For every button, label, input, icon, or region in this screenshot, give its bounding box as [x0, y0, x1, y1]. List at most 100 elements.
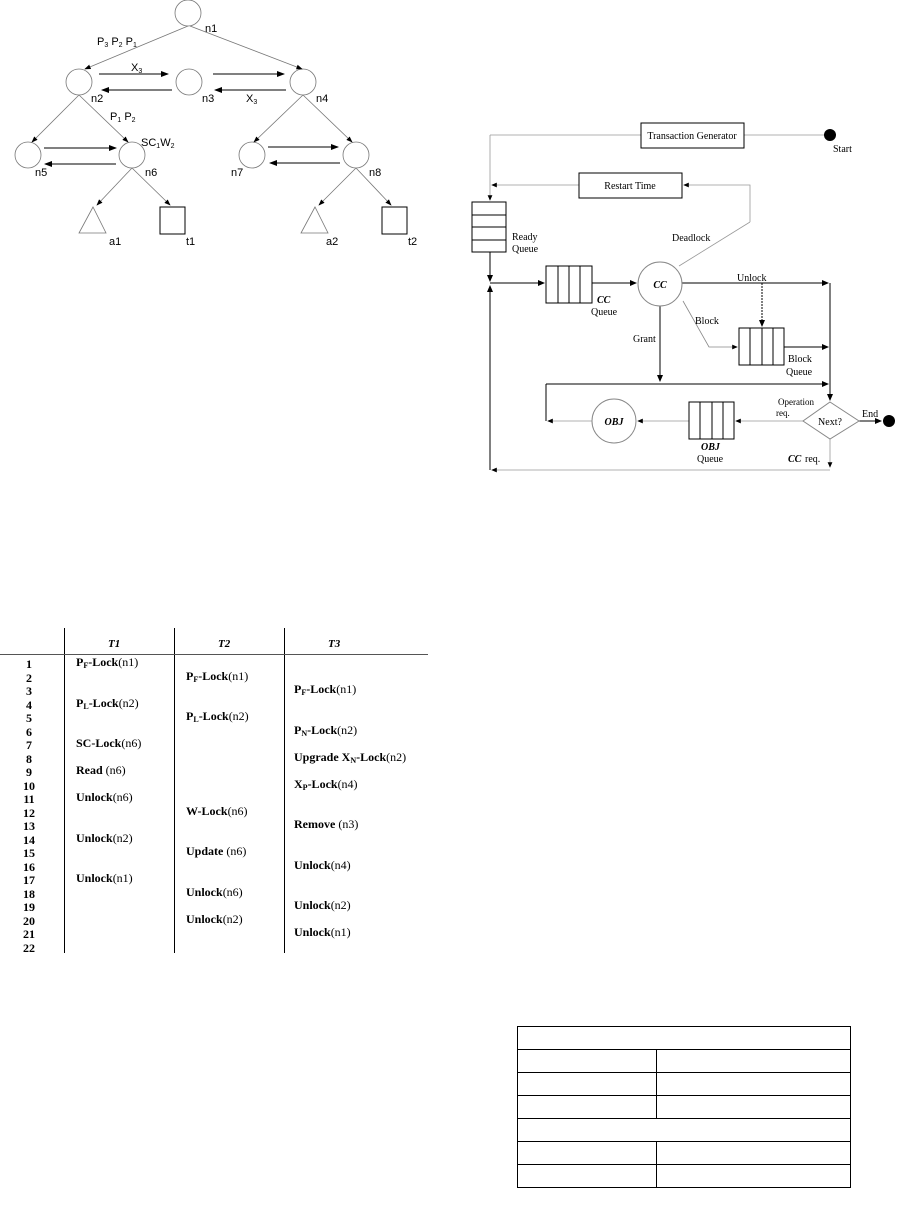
block-queue: [738, 327, 785, 366]
ready-queue: [471, 201, 507, 253]
cc-label: CC: [653, 280, 667, 291]
lock-mode-subscript: L: [193, 715, 199, 724]
start-dot: [824, 129, 836, 141]
op-suffix: -Lock: [307, 722, 338, 737]
obj-circle: [591, 398, 637, 444]
label-n6: n6: [145, 167, 157, 179]
table-cell: [517, 1026, 851, 1050]
row-number: 15: [23, 846, 35, 860]
table-entry: Unlock(n6): [186, 884, 243, 902]
table-entry: PF-Lock(n1): [294, 683, 356, 699]
leaf-a2: [300, 206, 329, 234]
label-n1: n1: [205, 23, 217, 35]
row-number: 7: [26, 738, 32, 752]
node-n5: [14, 141, 42, 169]
table-entry: Remove (n3): [294, 818, 358, 834]
end-label: End: [862, 409, 878, 420]
op-argument: (n2): [112, 830, 133, 845]
table-entry: Unlock(n4): [294, 857, 351, 875]
op-name: SC-Lock: [76, 736, 122, 750]
op-name: P: [186, 709, 194, 723]
op-argument: (n2): [330, 898, 351, 912]
next-label: Next?: [818, 417, 842, 428]
op-name: Unlock: [76, 790, 113, 804]
table-cell: [656, 1164, 851, 1188]
row-number: 3: [26, 684, 32, 698]
table-entry: Upgrade XN-Lock(n2): [294, 749, 407, 767]
op-name: Unlock: [186, 884, 223, 899]
op-argument: (n2): [386, 749, 407, 764]
op-name: Unlock: [186, 911, 223, 926]
label-t2: t2: [408, 236, 417, 248]
op-name: Unlock: [294, 925, 331, 939]
header-t3: T3: [328, 638, 341, 650]
table-entry: PL-Lock(n2): [76, 695, 139, 713]
row-number: 5: [26, 711, 32, 725]
column-divider: [174, 628, 175, 953]
table-cell: [517, 1049, 657, 1073]
table-entry: Unlock(n2): [294, 899, 351, 915]
table-entry: PN-Lock(n2): [294, 722, 357, 740]
label-n2: n2: [91, 93, 103, 105]
table-entry: W-Lock(n6): [186, 803, 248, 821]
op-name: P: [186, 668, 194, 683]
op-name: W-Lock: [186, 803, 228, 818]
op-argument: (n1): [330, 925, 351, 939]
op-argument: (n6): [121, 736, 142, 750]
table-cell: [656, 1072, 851, 1096]
op-suffix: -Lock: [88, 655, 119, 669]
table-cell: [517, 1164, 657, 1188]
restart-time-label: Restart Time: [604, 181, 656, 192]
op-argument: (n4): [330, 857, 351, 872]
transaction-generator-label: Transaction Generator: [647, 131, 737, 142]
cc-req-label: CC: [788, 454, 802, 465]
next-decision-diamond: [802, 401, 860, 440]
table-entry: Read (n6): [76, 764, 126, 780]
label-x3-a: X3: [131, 62, 142, 75]
obj-queue-label-2: Queue: [697, 454, 724, 465]
op-argument: (n2): [118, 695, 139, 710]
table-cell: [517, 1141, 657, 1165]
header-t2: T2: [218, 638, 231, 650]
op-argument: (n3): [335, 817, 359, 831]
table-cell: [656, 1141, 851, 1165]
op-name: P: [76, 695, 84, 710]
ready-queue-label: Ready: [512, 232, 538, 243]
row-number: 6: [26, 724, 32, 739]
obj-label: OBJ: [605, 417, 625, 428]
block-label: Block: [695, 316, 719, 327]
table-entry: Unlock(n1): [76, 872, 133, 888]
ready-queue-label-2: Queue: [512, 244, 539, 255]
op-argument: (n1): [336, 682, 357, 696]
op-argument: (n1): [118, 655, 139, 669]
table-cell: [656, 1095, 851, 1119]
op-name: P: [294, 682, 302, 696]
op-argument: (n6): [112, 790, 133, 804]
label-a1: a1: [109, 236, 121, 248]
row-number: 14: [23, 832, 35, 847]
label-n4: n4: [316, 93, 328, 105]
label-p-top: P3 P2 P1: [97, 36, 137, 50]
table-entry: Unlock(n2): [186, 911, 243, 929]
label-x3-b: X3: [246, 93, 257, 106]
lock-mode-subscript: N: [350, 755, 357, 765]
table-entry: PF-Lock(n1): [186, 668, 248, 686]
label-n5: n5: [35, 167, 47, 179]
row-number: 8: [26, 751, 32, 766]
op-argument: (n6): [222, 884, 243, 899]
op-name: Unlock: [294, 857, 331, 872]
node-n3: [175, 68, 203, 96]
table-entry: Unlock(n1): [294, 926, 351, 942]
table-entry: SC-Lock(n6): [76, 737, 141, 753]
cc-queue: [545, 265, 593, 304]
op-argument: (n1): [112, 871, 133, 885]
operation-req-label-2: req.: [776, 408, 790, 418]
obj-queue: [688, 401, 735, 440]
operation-req-label: Operation: [778, 397, 814, 407]
op-name: P: [76, 655, 84, 669]
row-number: 17: [23, 873, 35, 887]
table-entry: XP-Lock(n4): [294, 777, 358, 794]
obj-queue-label: OBJ: [701, 442, 721, 453]
table-entry: Unlock(n2): [76, 830, 133, 848]
